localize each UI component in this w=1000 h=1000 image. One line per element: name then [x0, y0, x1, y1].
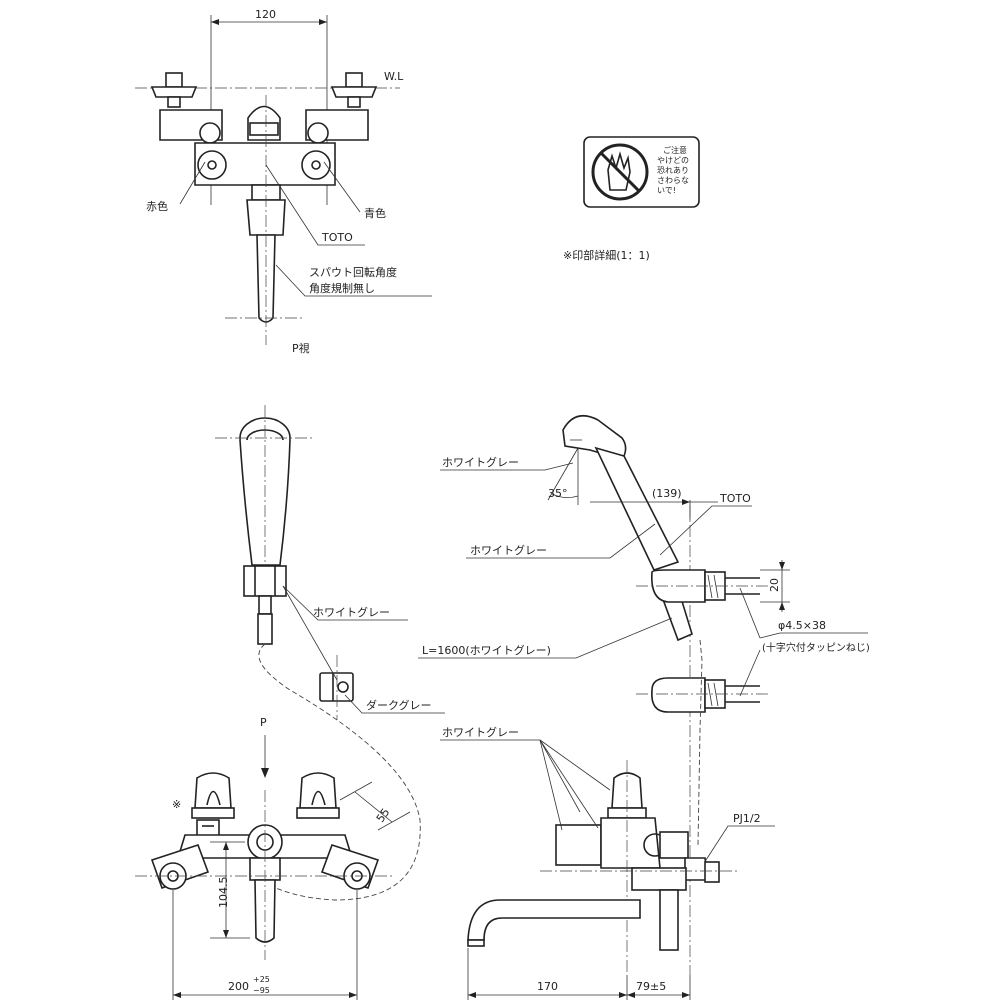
caution-sticker: ご注意 やけどの 恐れあり さわらな いで! ※印部詳細(1：1) [563, 136, 700, 262]
side-view: 35° (139) TOTO 20 [418, 414, 870, 1000]
dim-20: 20 [768, 578, 781, 592]
toto-label-side: TOTO [719, 492, 751, 505]
screw-note: (十字穴付タッピンねじ) [762, 641, 870, 654]
p-arrow-label: P [260, 716, 267, 729]
holder-label: ホワイトグレー [313, 605, 390, 619]
sticker-line-5: いで! [657, 186, 676, 195]
sticker-caption: ※印部詳細(1：1) [563, 248, 650, 262]
spout-note-2: 角度規制無し [309, 281, 375, 295]
bracket-color-label: ホワイトグレー [470, 543, 547, 557]
sticker-line-1: ご注意 [663, 145, 687, 155]
view-label-p: P視 [292, 341, 310, 355]
mark-symbol: ※ [172, 798, 181, 811]
blue-label: 青色 [364, 206, 386, 220]
body-color-label: ホワイトグレー [442, 725, 519, 739]
dim-170: 170 [537, 980, 558, 993]
head-color-label: ホワイトグレー [442, 455, 519, 469]
wl-label: W.L [384, 70, 404, 83]
dim-200-tol-minus: −95 [253, 986, 270, 995]
toto-label-top: TOTO [321, 231, 353, 244]
pipe-label: PJ1/2 [733, 812, 761, 825]
shower-assembly: ホワイトグレー ダークグレー [215, 405, 445, 901]
dim-200: 200 [228, 980, 249, 993]
angle-35: 35° [548, 487, 568, 500]
dim-104: 104.5 [217, 877, 230, 909]
dim-200-tol-plus: +25 [253, 975, 270, 984]
sticker-line-3: 恐れあり [657, 166, 689, 175]
dim-79: 79±5 [636, 980, 666, 993]
dim-55: 55 [374, 806, 393, 825]
screw-size: φ4.5×38 [778, 619, 826, 632]
front-view: P ※ 55 [135, 716, 411, 1000]
spout-note-1: スパウト回転角度 [309, 265, 397, 279]
hose-color-label: ダークグレー [366, 698, 432, 712]
sticker-line-4: さわらな [657, 176, 689, 185]
hose-length-label: L=1600(ホワイトグレー) [422, 643, 551, 657]
top-view: 120 W.L 赤色 青色 [135, 8, 432, 355]
dim-139: (139) [652, 487, 682, 500]
dim-120: 120 [255, 8, 276, 21]
sticker-line-2: やけどの [657, 156, 689, 165]
red-label: 赤色 [146, 199, 168, 213]
